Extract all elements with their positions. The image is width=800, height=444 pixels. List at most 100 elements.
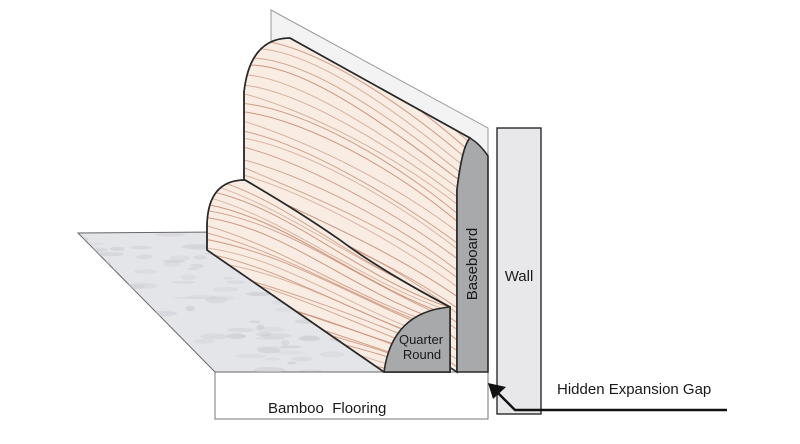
floor-texture-fleck (107, 322, 121, 326)
wood-grain-line (244, 165, 470, 297)
floor-texture-fleck (193, 338, 215, 344)
floor-texture-fleck (299, 369, 323, 372)
floor-texture-fleck (146, 339, 166, 344)
wood-grain-line (244, 119, 470, 251)
wood-grain-line (244, 57, 470, 190)
wood-grain-line (207, 209, 450, 322)
floor-texture-fleck (193, 255, 207, 260)
wood-grain-line (244, 158, 470, 290)
floor-texture-fleck (93, 252, 125, 257)
floor-texture-fleck (249, 320, 261, 324)
floor-texture-fleck (257, 347, 281, 354)
floor-texture-fleck (136, 330, 150, 335)
floor-texture-fleck (281, 340, 290, 346)
floor-texture-fleck (78, 268, 104, 275)
wood-grain-line (244, 92, 470, 224)
quarter-round-label-line2: Round (403, 347, 441, 362)
floor-texture-fleck (205, 297, 229, 304)
floor-texture-fleck (107, 314, 138, 319)
floor-texture-fleck (169, 255, 191, 261)
floor-texture-fleck (79, 236, 89, 241)
floor-texture-fleck (255, 345, 287, 350)
quarter-round-label-line1: Quarter (399, 332, 444, 347)
floor-texture-fleck (130, 245, 152, 250)
floor-texture-fleck (80, 335, 102, 340)
floor-texture-fleck (273, 350, 304, 355)
floor-texture-fleck (222, 277, 234, 280)
floor-texture-fleck (256, 331, 272, 337)
floor-texture-fleck (180, 244, 213, 250)
floor-texture-fleck (134, 269, 157, 274)
expansion-gap-leader (488, 383, 727, 412)
floor-texture-fleck (200, 333, 228, 340)
wood-grain-line (244, 64, 470, 197)
quarter-round-profile (383, 306, 451, 373)
floor-texture-fleck (78, 242, 105, 246)
floor-texture-fleck (116, 357, 134, 363)
wall (496, 127, 542, 415)
wood-grain-line (244, 137, 470, 268)
floor-texture-fleck (128, 366, 149, 371)
floor-texture-fleck (186, 295, 216, 300)
floor-texture-fleck (78, 260, 92, 265)
floor-texture-fleck (78, 247, 108, 253)
floor-texture-fleck (234, 353, 267, 359)
wood-grain-line (207, 203, 450, 318)
floor-texture-fleck (185, 305, 195, 312)
floor-texture-fleck (253, 367, 285, 372)
wood-grain-line (207, 195, 450, 314)
wood-grain-line (244, 47, 470, 181)
floor-texture-fleck (209, 295, 236, 301)
floor-texture-fleck (108, 314, 140, 321)
wood-grain-line (244, 145, 470, 277)
arrowhead-icon (488, 383, 506, 399)
baseboard-label: Baseboard (464, 228, 481, 301)
floor-texture-fleck (226, 333, 246, 340)
floor-texture-fleck (95, 289, 117, 296)
floor-texture-fleck (131, 315, 145, 321)
floor-texture-fleck (245, 292, 272, 296)
floor-texture-fleck (299, 335, 319, 341)
floor-texture-fleck (264, 357, 281, 361)
wood-grain-line (244, 84, 470, 216)
floor-texture-fleck (254, 337, 286, 340)
wood-grain-line (207, 216, 450, 326)
floor-texture-fleck (319, 351, 345, 358)
floor-texture-fleck (212, 286, 239, 292)
wood-grain-line (207, 189, 450, 310)
floor-texture-fleck (260, 333, 292, 339)
floor-texture-fleck (187, 267, 200, 271)
floor-texture-fleck (226, 327, 255, 332)
floor-texture-fleck (256, 324, 265, 330)
floor-texture-fleck (291, 356, 313, 362)
hidden-expansion-gap-label: Hidden Expansion Gap (557, 381, 711, 398)
floor-texture-fleck (78, 316, 93, 319)
floor-texture-fleck (172, 281, 197, 284)
baseboard-profile (456, 136, 489, 373)
floor-texture-fleck (162, 259, 186, 263)
floor-texture-fleck (130, 326, 153, 332)
floor-texture-fleck (127, 282, 158, 289)
floor-texture-fleck (135, 254, 153, 260)
floor-texture-fleck (255, 326, 286, 333)
floor-texture-fleck (286, 361, 297, 365)
floor-texture-fleck (225, 280, 246, 285)
wood-grain-line (244, 102, 470, 234)
floor-texture-fleck (183, 364, 206, 368)
floor-texture-fleck (107, 347, 117, 353)
bamboo-flooring-label: Bamboo Flooring (268, 400, 386, 417)
wall-label: Wall (505, 268, 534, 285)
floor-texture-fleck (298, 335, 321, 342)
wood-grain-line (244, 129, 470, 261)
floor-texture-fleck (98, 296, 125, 303)
floor-texture-fleck (280, 345, 302, 349)
floor-texture-fleck (78, 348, 99, 353)
floor-texture-fleck (172, 296, 203, 299)
floor-texture-fleck (103, 349, 132, 353)
floor-texture-fleck (128, 312, 137, 318)
wood-grain-line (244, 73, 470, 205)
floor-texture-fleck (147, 310, 178, 317)
wood-grain-line (244, 110, 470, 242)
wood-grain-line (244, 173, 470, 305)
floor-texture-fleck (190, 263, 204, 268)
